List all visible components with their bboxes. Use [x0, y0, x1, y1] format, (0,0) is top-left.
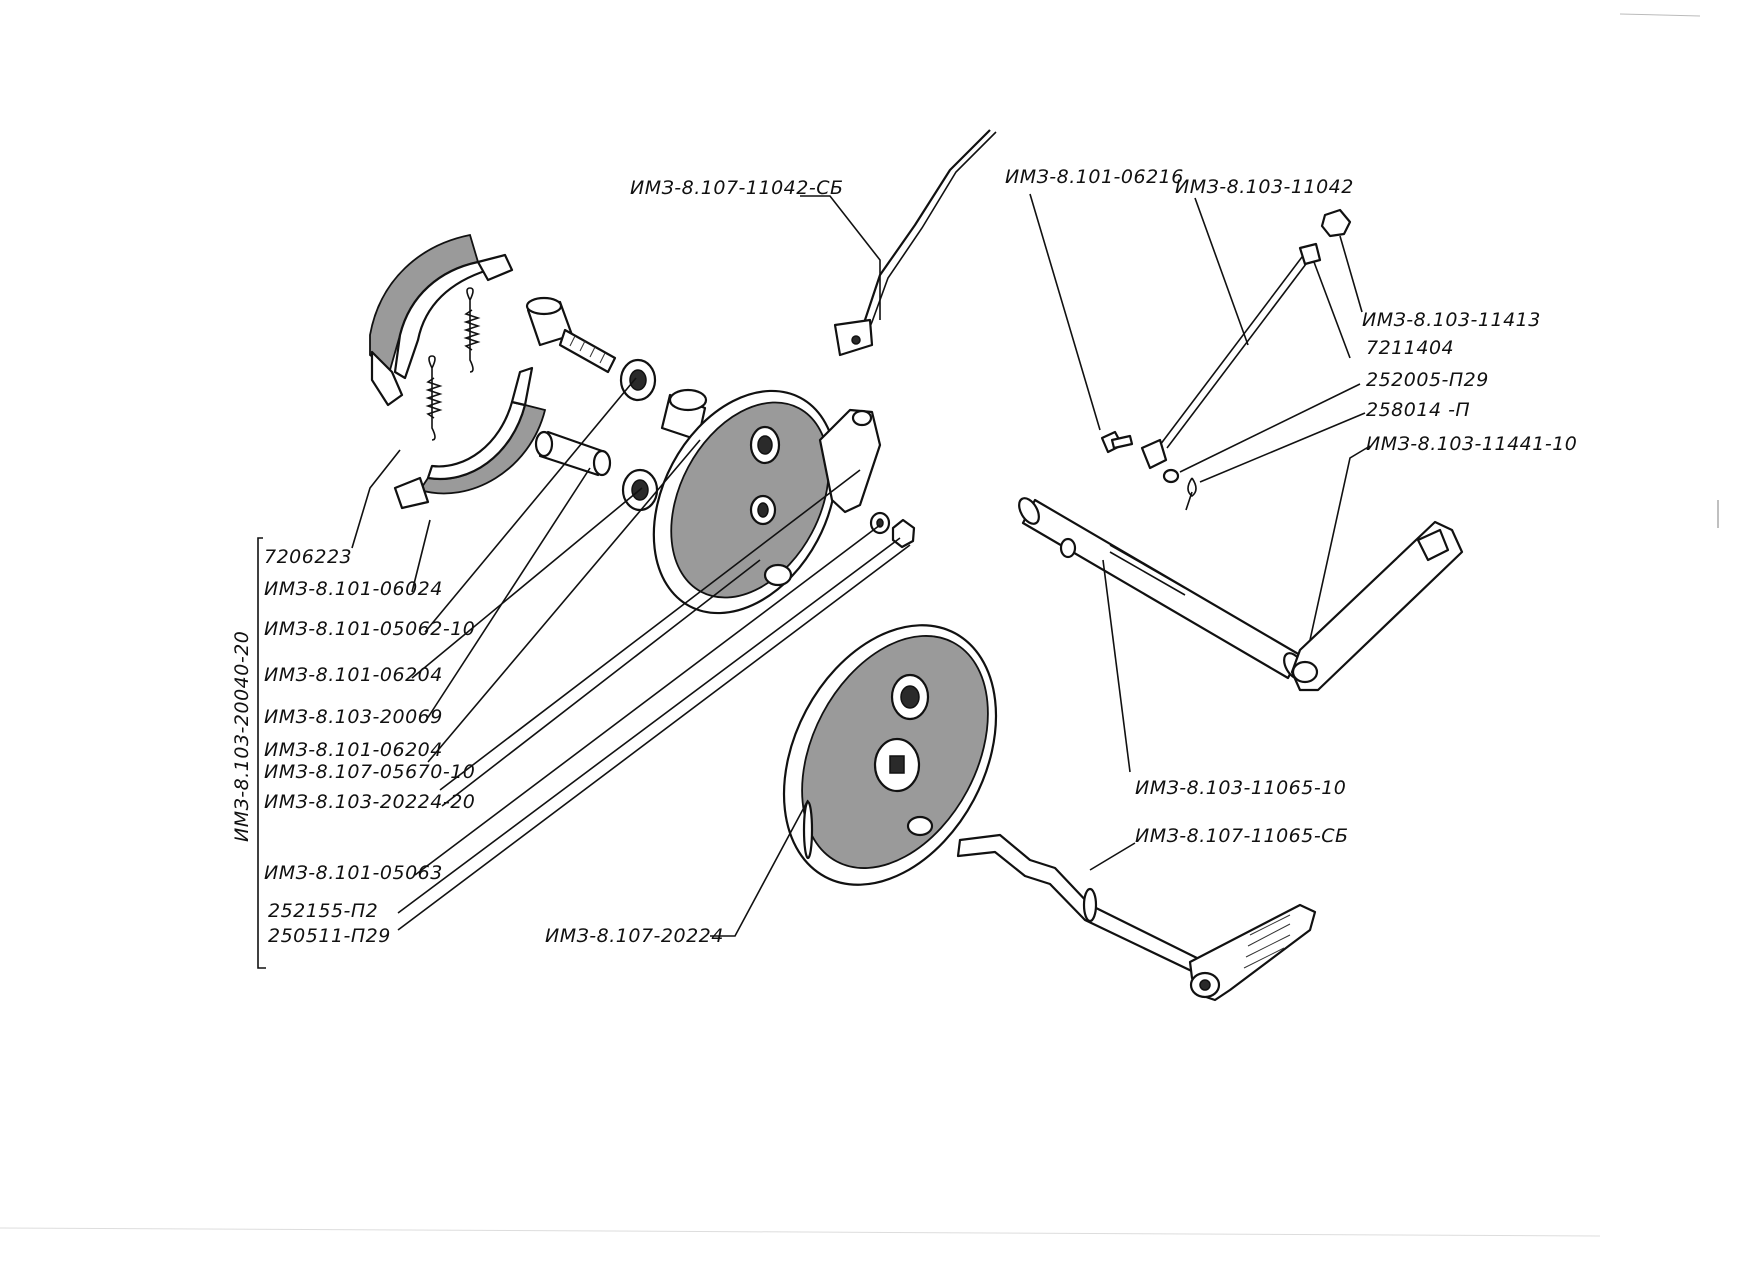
label-bushing-2: ИМЗ-8.101-06204 [264, 739, 443, 761]
label-pedal-assembly: ИМЗ-8.107-11065-СБ [1135, 825, 1349, 847]
label-rod-nut: ИМЗ-8.103-11413 [1362, 309, 1541, 331]
cotter-pin [1185, 477, 1197, 511]
label-axle: ИМЗ-8.103-20069 [264, 706, 443, 728]
cam-shaft [525, 296, 617, 374]
rear-lever [1290, 520, 1464, 692]
label-252005: 252005-П29 [1366, 369, 1489, 391]
label-nut: 250511-П29 [268, 925, 391, 947]
brake-shoe-upper [369, 233, 514, 407]
label-shoe: ИМЗ-8.101-06024 [264, 578, 443, 600]
label-washer: 252155-П2 [268, 900, 378, 922]
washer-252005 [1162, 468, 1180, 484]
brake-shaft [1018, 497, 1305, 680]
backing-plate-lower [782, 624, 998, 886]
nut-small [891, 518, 916, 549]
label-brake-rod: ИМЗ-8.103-11042 [1175, 176, 1354, 198]
label-shaft: ИМЗ-8.103-11065-10 [1135, 777, 1346, 799]
label-plate: ИМЗ-8.103-20224-20 [264, 791, 475, 813]
bushing-upper [619, 358, 657, 402]
label-lever: ИМЗ-8.107-05670-10 [264, 761, 475, 783]
label-258014: 258014 -П [1366, 399, 1470, 421]
brake-shoe-lower [393, 366, 547, 510]
label-7206223: 7206223 [264, 546, 352, 568]
label-group-assembly: ИМЗ-8.103-20040-20 [231, 631, 253, 842]
label-bushing-1: ИМЗ-8.101-06204 [264, 664, 443, 686]
scan-edge-marks [0, 13, 1719, 1237]
label-backing-plate-lower: ИМЗ-8.107-20224 [545, 925, 724, 947]
lever-rod-top [833, 129, 997, 357]
label-7211404: 7211404 [1366, 337, 1454, 359]
backing-plate-upper [652, 389, 882, 615]
label-lever-rod-top: ИМЗ-8.107-11042-СБ [630, 177, 844, 199]
brake-rod [1140, 252, 1313, 470]
label-spring: ИМЗ-8.101-05063 [264, 862, 443, 884]
label-rear-lever: ИМЗ-8.103-11441-10 [1366, 433, 1577, 455]
rod-nut [1320, 208, 1352, 238]
clevis-pin [1100, 430, 1134, 454]
label-clevis-pin: ИМЗ-8.101-06216 [1005, 166, 1184, 188]
leader-lines [257, 193, 1371, 969]
part-labels: ИМЗ-8.107-11042-СБ ИМЗ-8.101-06216 ИМЗ-8… [231, 166, 1577, 947]
rod-sleeve [1298, 242, 1322, 266]
return-springs [425, 287, 481, 441]
pedal-assembly [956, 833, 1317, 1002]
label-cam: ИМЗ-8.101-05062-10 [264, 618, 475, 640]
